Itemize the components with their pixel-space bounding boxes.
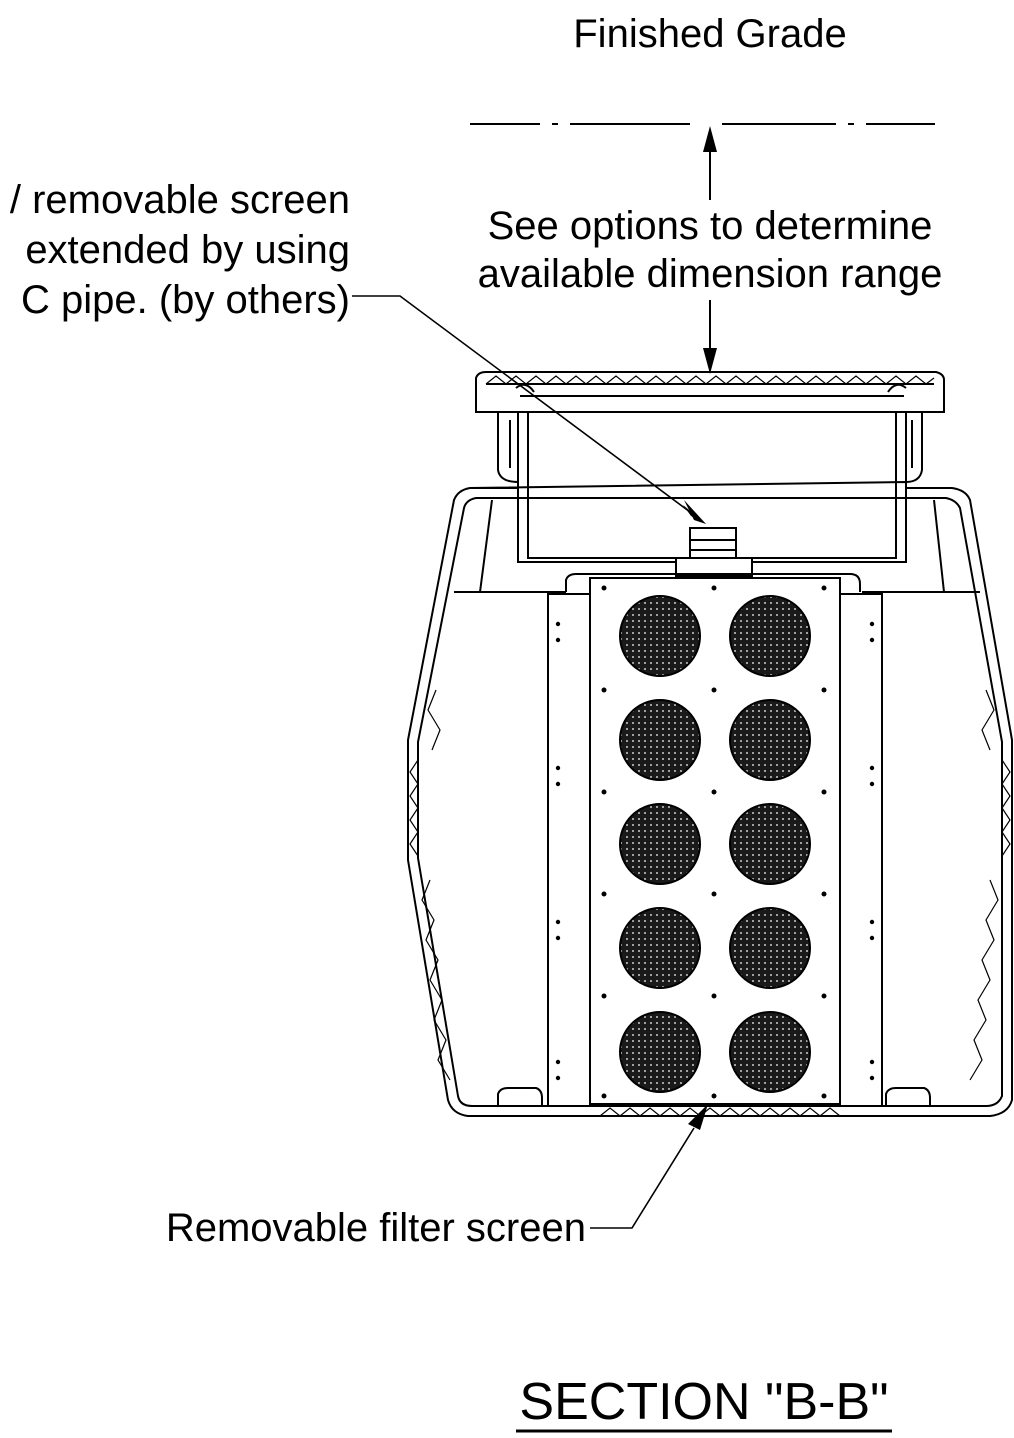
finished-grade-label: Finished Grade	[573, 12, 847, 56]
bolt-dots	[555, 585, 875, 1099]
filter-screen	[619, 595, 811, 1093]
filter-screen-label: Removable filter screen	[165, 1206, 586, 1250]
dimension-arrow	[703, 126, 717, 374]
see-options-line-2: available dimension range	[477, 252, 943, 296]
frame-and-grate	[475, 371, 945, 484]
filter-leader	[590, 1104, 708, 1229]
bottom-lugs	[497, 1087, 931, 1106]
pipe-note-line-2: extended by using	[25, 228, 350, 272]
pipe-note-line-3: C pipe. (by others)	[20, 278, 350, 322]
pipe-note-line-1: / removable screen	[9, 178, 350, 222]
pipe-fitting	[675, 527, 753, 577]
wall-hatching	[409, 689, 1011, 1117]
pipe-leader	[352, 295, 706, 524]
section-title: SECTION "B-B"	[519, 1373, 889, 1431]
filter-housing	[547, 573, 883, 1107]
see-options-line-1: See options to determine	[487, 204, 933, 248]
